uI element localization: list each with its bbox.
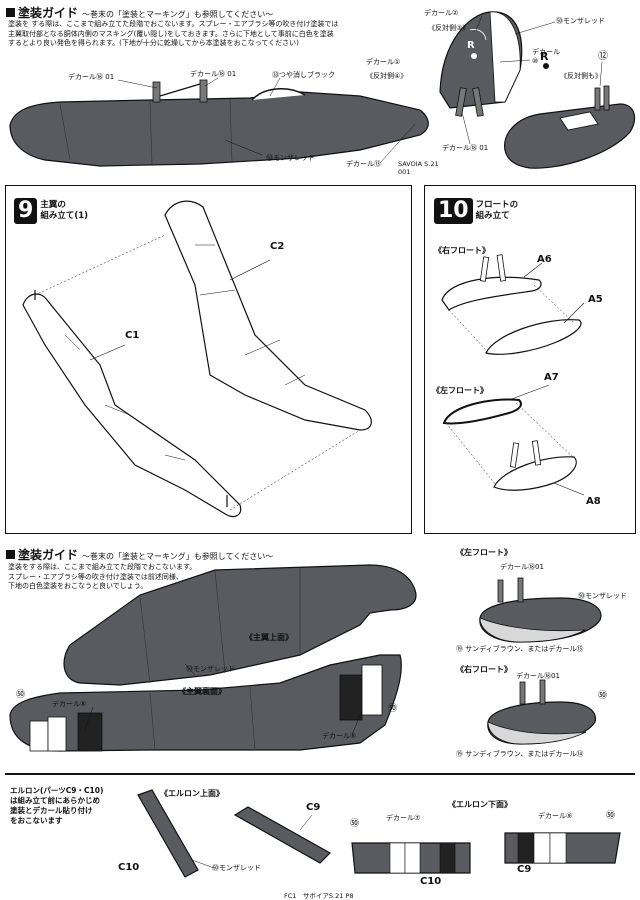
step-10-number: 10 [434,198,473,224]
part-c1 [22,293,242,518]
label-decal-18-c: デカール⑱ 01 [442,144,489,152]
label-flat-black: ㉝つや消しブラック [272,71,335,79]
step-9-badge: 9 主翼の 組み立て(1) [14,198,88,224]
label-part-c2: C2 [270,241,285,252]
label-right-float: 《右フロート》 [434,246,490,255]
svg-text:R: R [467,40,475,51]
label-decal-2: デカール② [424,9,459,17]
guide-bottom-note: 塗装をする際は、ここまで組み立てた段階でおこないます。 スプレー・エアブラシ等の… [8,563,197,590]
label-left-float-paint: 《左フロート》 [456,548,512,557]
guide-top-header: 塗装ガイド～巻末の「塗装とマーキング」も参照してください～ [6,4,273,21]
label-decal-9: デカール⑨ [538,812,573,820]
label-left-float-red: ㊿モンザレッド [578,592,627,600]
label-monza-red-wing: ㊿モンザレッド [186,665,235,673]
aileron-c10-upper [137,789,199,878]
label-decal-1-opposite: 《反対側④》 [366,72,408,80]
part-c2 [164,200,372,431]
label-aileron-c10-lower: C10 [420,876,442,887]
label-decal-13: デカール⑬ [346,160,381,168]
label-aileron-c9-upper: C9 [306,802,321,813]
label-left-float-brown: ⑲ サンディブラウン、またはデカール⑮ [456,645,584,653]
part-a7 [442,398,522,425]
bullet-square-icon [6,550,15,559]
svg-text:R: R [540,50,549,63]
guide-bottom-title: 塗装ガイド [18,548,79,562]
label-monza-red-body: ㊿モンザレッド [266,154,315,162]
label-decal-1: デカール① [366,58,401,66]
label-decal-2-opposite: 《反対側③》 [428,24,470,32]
step-10-title: フロートの 組み立て [475,200,519,221]
label-decal-18-b: デカール⑱ 01 [190,70,237,78]
float-paint-illustration [479,577,602,745]
label-monza-red-left: ㊿ [16,690,26,700]
guide-bottom-subtitle: ～巻末の「塗装とマーキング」も参照してください～ [82,552,274,561]
fuselage-paint-illustration: R R [9,11,636,169]
wing-paint-illustration [9,564,417,752]
nose-detail [504,103,636,169]
step-9-title: 主翼の 組み立て(1) [40,200,88,221]
label-part-a7: A7 [544,372,559,383]
label-part-a6: A6 [537,254,552,265]
label-decal-8: デカール⑧ [52,700,87,708]
label-left-float-decal: デカール⑱01 [500,563,544,571]
fuselage-body [9,91,429,167]
guide-top-note: 塗装を する際は、ここまで組み立てた段階でおこないます。スプレー・エアブラシ等の… [8,20,339,47]
step-10-float-illustration [441,254,585,496]
part-a8 [493,456,577,491]
guide-top-subtitle: ～巻末の「塗装とマーキング」も参照してください～ [82,10,274,19]
label-decal-10-opposite: 《反対側も》 [560,72,602,80]
label-wing-lower: 《主翼裏面》 [178,687,226,696]
label-aileron-lower: 《エルロン下面》 [448,800,512,809]
label-monza-red-tail: ㊿モンザレッド [556,17,605,25]
label-aileron-c10-upper: C10 [118,862,140,873]
label-aileron-red-2: ㊿ [606,811,616,821]
cockpit-opening [251,88,306,101]
part-a6 [441,276,542,311]
label-decal-18-a: デカール⑱ 01 [68,73,115,81]
label-left-float: 《左フロート》 [432,386,488,395]
wing-upper-surface [63,564,417,686]
label-aileron-red-1: ㊿ [350,819,360,829]
label-right-float-paint: 《右フロート》 [456,665,512,674]
step-9-number: 9 [14,198,38,224]
guide-bottom-header: 塗装ガイド～巻末の「塗装とマーキング」も参照してください～ [6,546,273,563]
label-monza-red-right: ㊿ [388,704,398,714]
bullet-square-icon [6,8,15,17]
aileron-c9-upper [233,806,331,864]
step-10-badge: 10 フロートの 組み立て [434,198,518,224]
label-decal-7: デカール⑦ [386,814,421,822]
step-9-wing-illustration [22,200,372,518]
label-part-a5: A5 [588,294,603,305]
part-a5 [485,319,582,355]
guide-top-title: 塗装ガイド [18,6,79,20]
aileron-illustration [137,789,621,878]
label-right-float-red: ㊿ [598,691,608,701]
section-divider [5,773,635,775]
label-part-c1: C1 [125,330,140,341]
label-aileron-c9-lower: C9 [517,864,532,875]
label-right-float-decal: デカール⑱01 [516,672,560,680]
label-aileron-monza-red: ㊿モンザレッド [212,864,261,872]
page-footer: FC1 サボイアS.21 P8 [284,892,354,900]
label-wing-upper: 《主翼上面》 [245,633,293,642]
label-right-float-brown: ⑲ サンディブラウン、またはデカール⑭ [456,750,584,758]
label-decal-6: デカール⑥ [322,732,357,740]
aileron-note: エルロン(パーツC9・C10) は組み立て前にあらかじめ 塗装とデカール貼り付け… [10,786,104,825]
label-part-a8: A8 [586,496,601,507]
label-aileron-upper: 《エルロン上面》 [160,789,224,798]
label-decal-12: ⑫ [598,51,608,62]
